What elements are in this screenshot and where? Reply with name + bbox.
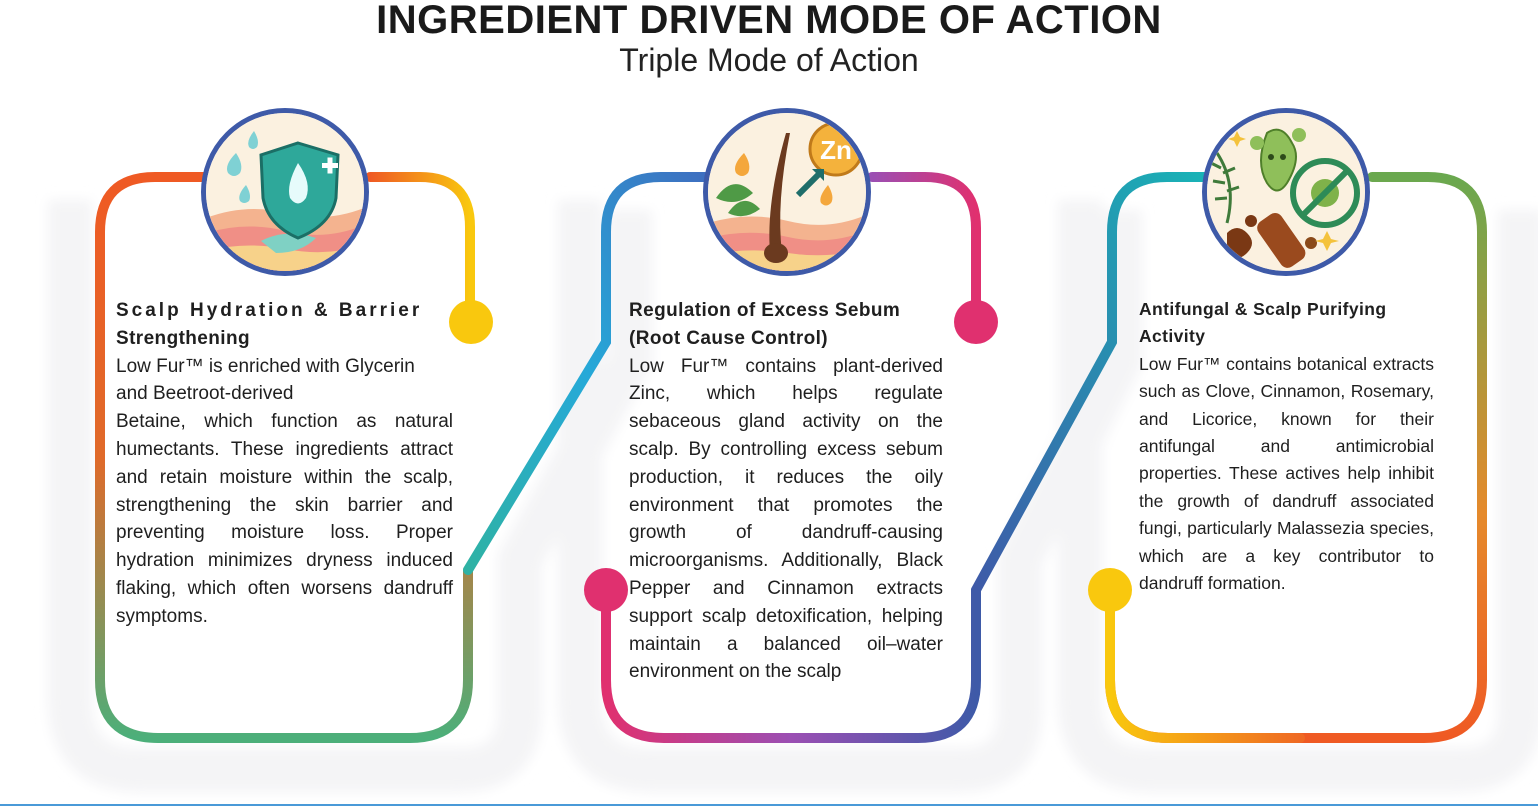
- card-2-pink-dot-bottom: [584, 568, 628, 612]
- page-subtitle: Triple Mode of Action: [619, 42, 919, 78]
- card-3-heading-line2: Activity: [1139, 326, 1206, 347]
- card-3-frame: [1105, 172, 1487, 743]
- card-2-heading-line2: (Root Cause Control): [629, 327, 829, 349]
- card-3-text: Antifungal & Scalp Purifying Activity Lo…: [1139, 296, 1434, 597]
- card-1-body-rest: Betaine, which function as natural humec…: [116, 411, 453, 627]
- card-2-text: Regulation of Excess Sebum (Root Cause C…: [629, 297, 943, 686]
- card-2-heading: Regulation of Excess Sebum (Root Cause C…: [629, 297, 943, 353]
- card-3-heading: Antifungal & Scalp Purifying Activity: [1139, 296, 1434, 351]
- card-3-body: Low Fur™ contains botanical extracts suc…: [1139, 353, 1434, 594]
- card-1-heading-line2: Strengthening: [116, 327, 250, 349]
- card-2-body: Low Fur™ contains plant-derived Zinc, wh…: [629, 355, 943, 683]
- page-title: INGREDIENT DRIVEN MODE OF ACTION: [376, 0, 1162, 42]
- zinc-label: Zn: [820, 135, 852, 165]
- antifungal-botanical-icon: [1202, 108, 1370, 276]
- card-1-text: Scalp Hydration & Barrier Strengthening …: [116, 297, 453, 631]
- zinc-hair-follicle-icon: Zn: [703, 108, 871, 276]
- card-1-body-line1: Low Fur™ is enriched with Glycerin: [116, 355, 415, 377]
- card-1-body-line2: and Beetroot-derived: [116, 383, 294, 405]
- card-2-heading-line1: Regulation of Excess Sebum: [629, 300, 901, 321]
- card-1-frame: [95, 172, 710, 743]
- card-2-pink-dot-top: [954, 300, 998, 344]
- card-2-frame: [601, 172, 1210, 743]
- card-1-heading-line1: Scalp Hydration & Barrier: [116, 300, 423, 321]
- bottom-divider: [0, 804, 1538, 806]
- card-1-body: Low Fur™ is enriched with Glycerin and B…: [116, 353, 453, 631]
- hydration-shield-icon: [201, 108, 369, 276]
- card-3-heading-line1: Antifungal & Scalp Purifying: [1139, 299, 1387, 319]
- background-shapes: [48, 200, 1538, 792]
- card-3-yellow-dot: [1088, 568, 1132, 612]
- card-1-yellow-dot: [449, 300, 493, 344]
- card-1-heading: Scalp Hydration & Barrier Strengthening: [116, 297, 453, 353]
